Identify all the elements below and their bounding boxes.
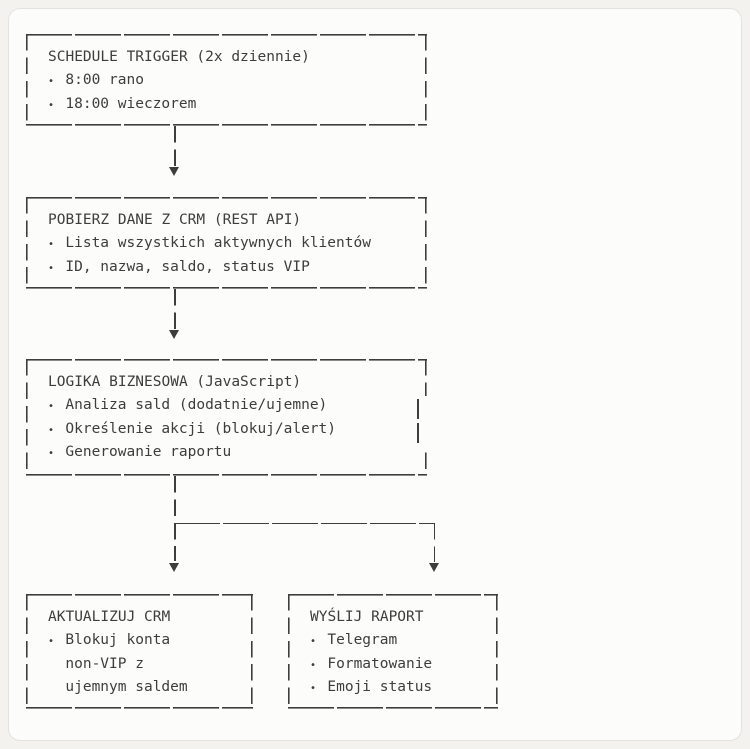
node-item-text: non-VIP z bbox=[65, 655, 144, 672]
node-item: • Lista wszystkich aktywnych klientów bbox=[48, 232, 419, 255]
node-title: WYŚLIJ RAPORT bbox=[310, 609, 424, 625]
node-item-text: Formatowanie bbox=[327, 655, 433, 672]
bullet-icon: • bbox=[310, 636, 317, 648]
node-item: • Formatowanie bbox=[310, 653, 490, 676]
node-item: • 18:00 wieczorem bbox=[48, 93, 419, 116]
bullet-icon: • bbox=[48, 99, 55, 111]
node-item: • Emoji status bbox=[310, 676, 490, 699]
bullet-icon: • bbox=[310, 659, 317, 671]
arrow-down-icon bbox=[169, 330, 180, 339]
bullet-icon: • bbox=[48, 448, 55, 460]
arrow-down-icon bbox=[169, 563, 180, 572]
connector-trigger-to-fetch bbox=[174, 126, 176, 166]
node-item-text: 8:00 rano bbox=[65, 72, 144, 89]
node-title: AKTUALIZUJ CRM bbox=[48, 609, 171, 625]
bullet-icon: • bbox=[48, 76, 55, 88]
node-title: SCHEDULE TRIGGER (2x dziennie) bbox=[48, 49, 310, 65]
node-item: • Generowanie raportu bbox=[48, 441, 419, 464]
bullet-icon: • bbox=[48, 424, 55, 436]
node-item: • ID, nazwa, saldo, status VIP bbox=[48, 256, 419, 279]
node-item-text: Emoji status bbox=[327, 679, 433, 696]
node-item: • Telegram bbox=[310, 629, 490, 652]
connector-branch-right bbox=[433, 522, 436, 562]
node-title: LOGIKA BIZNESOWA (JavaScript) bbox=[48, 374, 302, 390]
node-item: • Określenie akcji (blokuj/alert) bbox=[48, 418, 419, 441]
bullet-icon: • bbox=[48, 262, 55, 274]
node-item-text: ujemnym saldem bbox=[65, 679, 188, 696]
node-item: • Analiza sald (dodatnie/ujemne) bbox=[48, 394, 419, 417]
node-item-text: Blokuj konta bbox=[65, 632, 171, 649]
node-item-text: ID, nazwa, saldo, status VIP bbox=[65, 258, 310, 275]
node-item: • Blokuj konta bbox=[48, 629, 245, 652]
node-wyslij-raport: WYŚLIJ RAPORT • Telegram • Formatowanie • E… bbox=[288, 594, 498, 709]
diagram-panel: SCHEDULE TRIGGER (2x dziennie) • 8:00 ran… bbox=[8, 8, 742, 741]
bullet-icon: • bbox=[48, 636, 55, 648]
node-item-text: Lista wszystkich aktywnych klientów bbox=[65, 235, 371, 252]
node-item-continuation: non-VIP z bbox=[48, 653, 245, 676]
arrow-down-icon bbox=[428, 563, 439, 572]
node-item-text: 18:00 wieczorem bbox=[65, 95, 197, 112]
node-schedule-trigger: SCHEDULE TRIGGER (2x dziennie) • 8:00 ran… bbox=[26, 34, 427, 126]
border-notch bbox=[424, 396, 427, 447]
connector-logic-branch-left bbox=[174, 476, 176, 561]
bullet-icon: • bbox=[310, 683, 317, 695]
node-item: • 8:00 rano bbox=[48, 69, 419, 92]
node-pobierz-dane-crm: POBIERZ DANE Z CRM (REST API) • Lista wsz… bbox=[26, 197, 427, 289]
node-item-text: Generowanie raportu bbox=[65, 444, 232, 461]
node-item-text: Analiza sald (dodatnie/ujemne) bbox=[65, 397, 328, 414]
node-item-continuation: ujemnym saldem bbox=[48, 676, 245, 699]
bullet-icon: • bbox=[48, 401, 55, 413]
node-title: POBIERZ DANE Z CRM (REST API) bbox=[48, 212, 302, 228]
border-inner-dash bbox=[416, 399, 419, 419]
node-item-text: Określenie akcji (blokuj/alert) bbox=[65, 420, 337, 437]
border-inner-dash bbox=[416, 423, 419, 443]
arrow-down-icon bbox=[169, 167, 180, 176]
node-item-text: Telegram bbox=[327, 632, 398, 649]
connector-branch-horizontal bbox=[174, 522, 435, 525]
node-logika-biznesowa: LOGIKA BIZNESOWA (JavaScript) • Analiza s… bbox=[26, 359, 427, 476]
connector-fetch-to-logic bbox=[174, 289, 176, 329]
bullet-icon: • bbox=[48, 239, 55, 251]
node-aktualizuj-crm: AKTUALIZUJ CRM • Blokuj konta non-VIP z u… bbox=[26, 594, 253, 709]
